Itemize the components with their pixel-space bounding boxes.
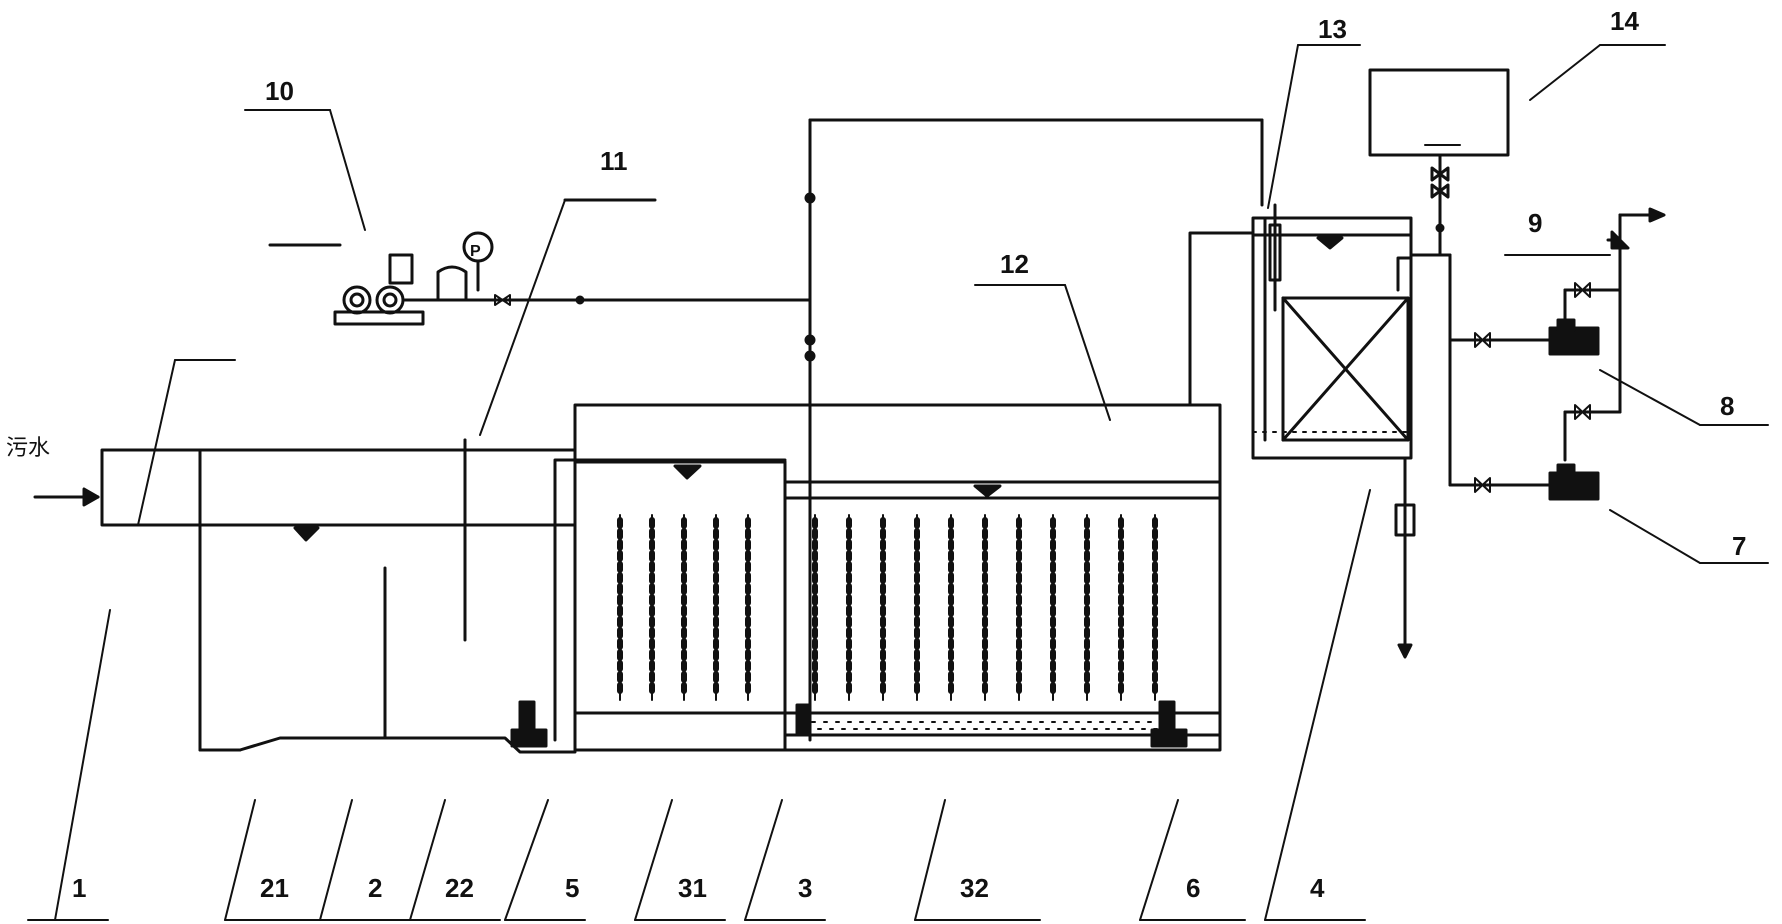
filler-zigzag (617, 517, 1158, 698)
drain-pipe (1394, 456, 1416, 659)
blower (333, 253, 492, 326)
air-pipe (268, 118, 1264, 742)
label-10: 10 (265, 76, 294, 106)
label-5: 5 (565, 873, 579, 903)
inlet-arrow (82, 487, 100, 507)
filter-tank (1188, 203, 1413, 460)
label-22: 22 (445, 873, 474, 903)
inlet-label: 污水 (6, 436, 50, 461)
label-31: 31 (678, 873, 707, 903)
regulating-tank (198, 438, 577, 754)
label-32: 32 (960, 873, 989, 903)
label-3: 3 (798, 873, 812, 903)
pressure-gauge (462, 231, 494, 292)
label-13: 13 (1318, 14, 1347, 44)
biological-tank (553, 403, 1222, 752)
pump-5 (510, 700, 548, 748)
label-14: 14 (1610, 6, 1639, 36)
label-9: 9 (1528, 208, 1542, 238)
sludge-layer (799, 721, 1171, 730)
label-7: 7 (1732, 531, 1746, 561)
leader-lines (27, 44, 1769, 921)
outlet-arrow (1648, 207, 1666, 223)
label-6: 6 (1186, 873, 1200, 903)
label-4: 4 (1310, 873, 1325, 903)
label-12: 12 (1000, 249, 1029, 279)
pump-7 (1548, 463, 1600, 501)
label-1: 1 (72, 873, 86, 903)
label-2: 2 (368, 873, 382, 903)
inlet-channel (33, 448, 202, 527)
label-8: 8 (1720, 391, 1734, 421)
label-11: 11 (600, 146, 628, 176)
gauge-symbol: P (470, 243, 481, 260)
chemical-tank (1368, 68, 1510, 257)
outlet-piping (1409, 213, 1662, 493)
pump-6 (795, 700, 1188, 748)
pump-8 (1548, 318, 1600, 356)
media-filler (619, 514, 1156, 701)
label-21: 21 (260, 873, 289, 903)
